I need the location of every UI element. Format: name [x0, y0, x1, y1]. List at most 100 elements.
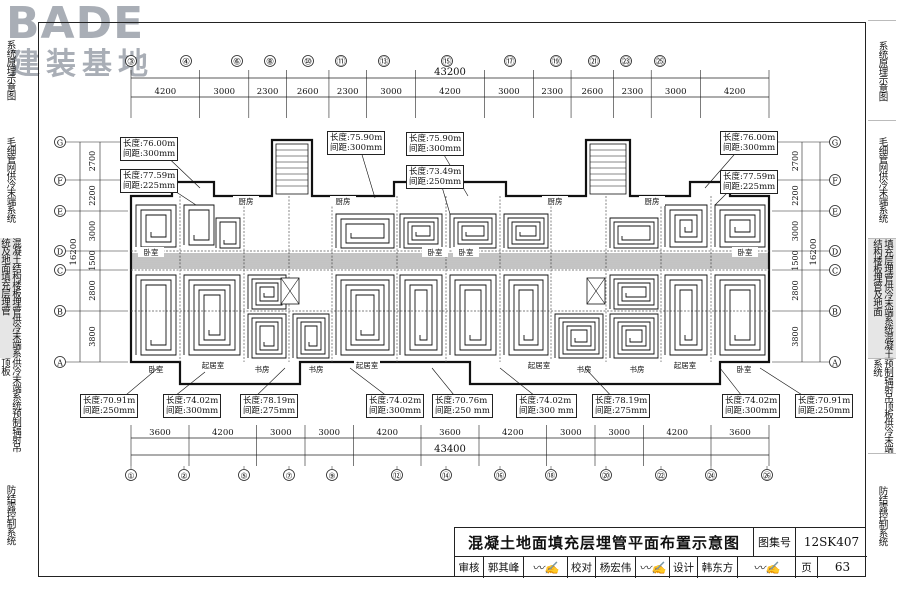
top-axis-label: ③ [127, 58, 135, 68]
left-axis-bubble [54, 205, 66, 217]
left-axis-label: C [57, 267, 63, 276]
pipe-length: 长度:75.90m [330, 133, 383, 143]
left-axis-label: D [57, 248, 63, 257]
atlas-label: 图集号 [753, 528, 795, 556]
right-axis-label: C [832, 267, 838, 276]
pipe-spacing: 间距:225mm [723, 182, 776, 192]
pipe-coil [664, 274, 708, 356]
room-label: 卧室 [738, 247, 753, 257]
bottom-axis-label: ㉖ [763, 472, 771, 481]
left-axis-label: G [57, 139, 63, 148]
section-tab-1[interactable]: 系统原理示意图 [4, 40, 16, 100]
top-axis-bubble [504, 55, 516, 67]
bottom-axis-label: ⑫ [393, 472, 401, 481]
pipe-coil [247, 313, 287, 359]
elevator-cross [586, 277, 606, 305]
top-axis-bubble [620, 55, 632, 67]
right-axis-label: G [832, 139, 838, 148]
room-label: 卧室 [428, 247, 443, 257]
pipe-coil [449, 274, 497, 356]
room-label: 厨房 [239, 196, 254, 206]
room-label-bg [143, 364, 169, 374]
top-axis-bubble [264, 55, 276, 67]
section-tab-3[interactable]: 混凝土结构楼板埋管供冷末端系统及地面填充层埋管 [0, 238, 21, 358]
pipe-coil [399, 213, 443, 249]
review-label: 审核 [458, 561, 480, 574]
pipe-coil [664, 204, 708, 248]
left-total-height: 16200 [69, 238, 79, 265]
pipe-length: 长度:74.02m [725, 396, 778, 406]
pipe-spacing: 间距:300mm [123, 149, 176, 159]
pipe-coil [183, 204, 215, 246]
bottom-axis-label: ㉔ [707, 472, 715, 481]
right-axis-bubble [829, 205, 841, 217]
top-axis-bubble [378, 55, 390, 67]
room-label-bg [453, 247, 479, 257]
room-label: 厨房 [548, 196, 563, 206]
section-tab-2[interactable]: 毛细管网供冷末端系统 [4, 136, 16, 222]
page-number: 63 [817, 556, 867, 578]
logo-brand: BADE [6, 0, 145, 49]
callout-leader [359, 147, 376, 199]
section-tab-4[interactable]: 供冷末端系统预制辐射吊顶板 [0, 358, 21, 452]
right-axis-label: A [831, 359, 838, 368]
left-axis-bubble [54, 305, 66, 317]
top-axis-bubble [654, 55, 666, 67]
pipe-spacing: 间距:300mm [409, 144, 462, 154]
left-axis-bubble [54, 136, 66, 148]
section-tab-3[interactable]: 填充层埋管供冷末端系统混凝土结构楼板埋管及地面 [868, 238, 896, 358]
pipe-length: 长度:78.19m [595, 396, 648, 406]
top-dim-label: 2300 [622, 87, 644, 97]
reviewer-signature: 〰✍ [523, 556, 567, 578]
bottom-axis-label: ① [127, 472, 134, 481]
bottom-axis-label: ⑳ [602, 472, 610, 481]
bottom-axis-label: ⑦ [285, 472, 292, 481]
elevator-cross [280, 277, 300, 305]
bottom-axis-bubble [326, 469, 338, 481]
right-side-dim: 3000 [791, 221, 800, 241]
pipe-coil [609, 217, 659, 249]
room-label: 卧室 [144, 247, 159, 257]
right-axis-bubble [829, 245, 841, 257]
room-label-bg [571, 364, 597, 374]
bottom-axis-bubble [238, 469, 250, 481]
top-axis-bubble [588, 55, 600, 67]
right-axis-bubble [829, 305, 841, 317]
bottom-axis-bubble [440, 469, 452, 481]
top-dim-label: 2300 [337, 87, 359, 97]
right-axis-label: F [832, 177, 838, 186]
checker-signature: 〰✍ [635, 556, 669, 578]
pipe-coil [503, 274, 549, 356]
section-tab-5[interactable]: 防结露控制系统 [4, 485, 16, 545]
left-side-dim: 1500 [88, 250, 97, 270]
left-axis-bubble [54, 264, 66, 276]
left-axis-label: F [57, 177, 63, 186]
top-axis-bubble [180, 55, 192, 67]
pipe-coil [503, 213, 549, 249]
pipe-length: 长度:76.00m [123, 139, 176, 149]
pipe-spacing: 间距:300mm [725, 406, 778, 416]
section-tab-2[interactable]: 毛细管网供冷末端系统 [868, 120, 896, 238]
section-tab-4[interactable]: 预制辐射吊顶板供冷末端系统 [868, 358, 896, 453]
section-tab-5[interactable]: 防结露控制系统 [868, 453, 896, 577]
bottom-dim-label: 4200 [376, 428, 398, 438]
pipe-length: 长度:74.02m [166, 396, 219, 406]
pipe-coil [714, 274, 766, 356]
bottom-axis-bubble [125, 469, 137, 481]
pipe-length: 长度:76.00m [723, 133, 776, 143]
bottom-dim-label: 3000 [318, 428, 340, 438]
bottom-axis-bubble [545, 469, 557, 481]
drawing-frame [38, 22, 866, 577]
pipe-length: 长度:70.91m [798, 396, 851, 406]
room-label: 书房 [309, 364, 324, 374]
room-label-bg [672, 360, 698, 370]
checker-name: 杨宏伟 [595, 556, 635, 578]
top-dim-label: 3000 [665, 87, 687, 97]
right-axis-bubble [829, 356, 841, 368]
section-tab-1[interactable]: 系统原理示意图 [868, 20, 896, 120]
top-axis-label: ㉓ [621, 57, 630, 68]
